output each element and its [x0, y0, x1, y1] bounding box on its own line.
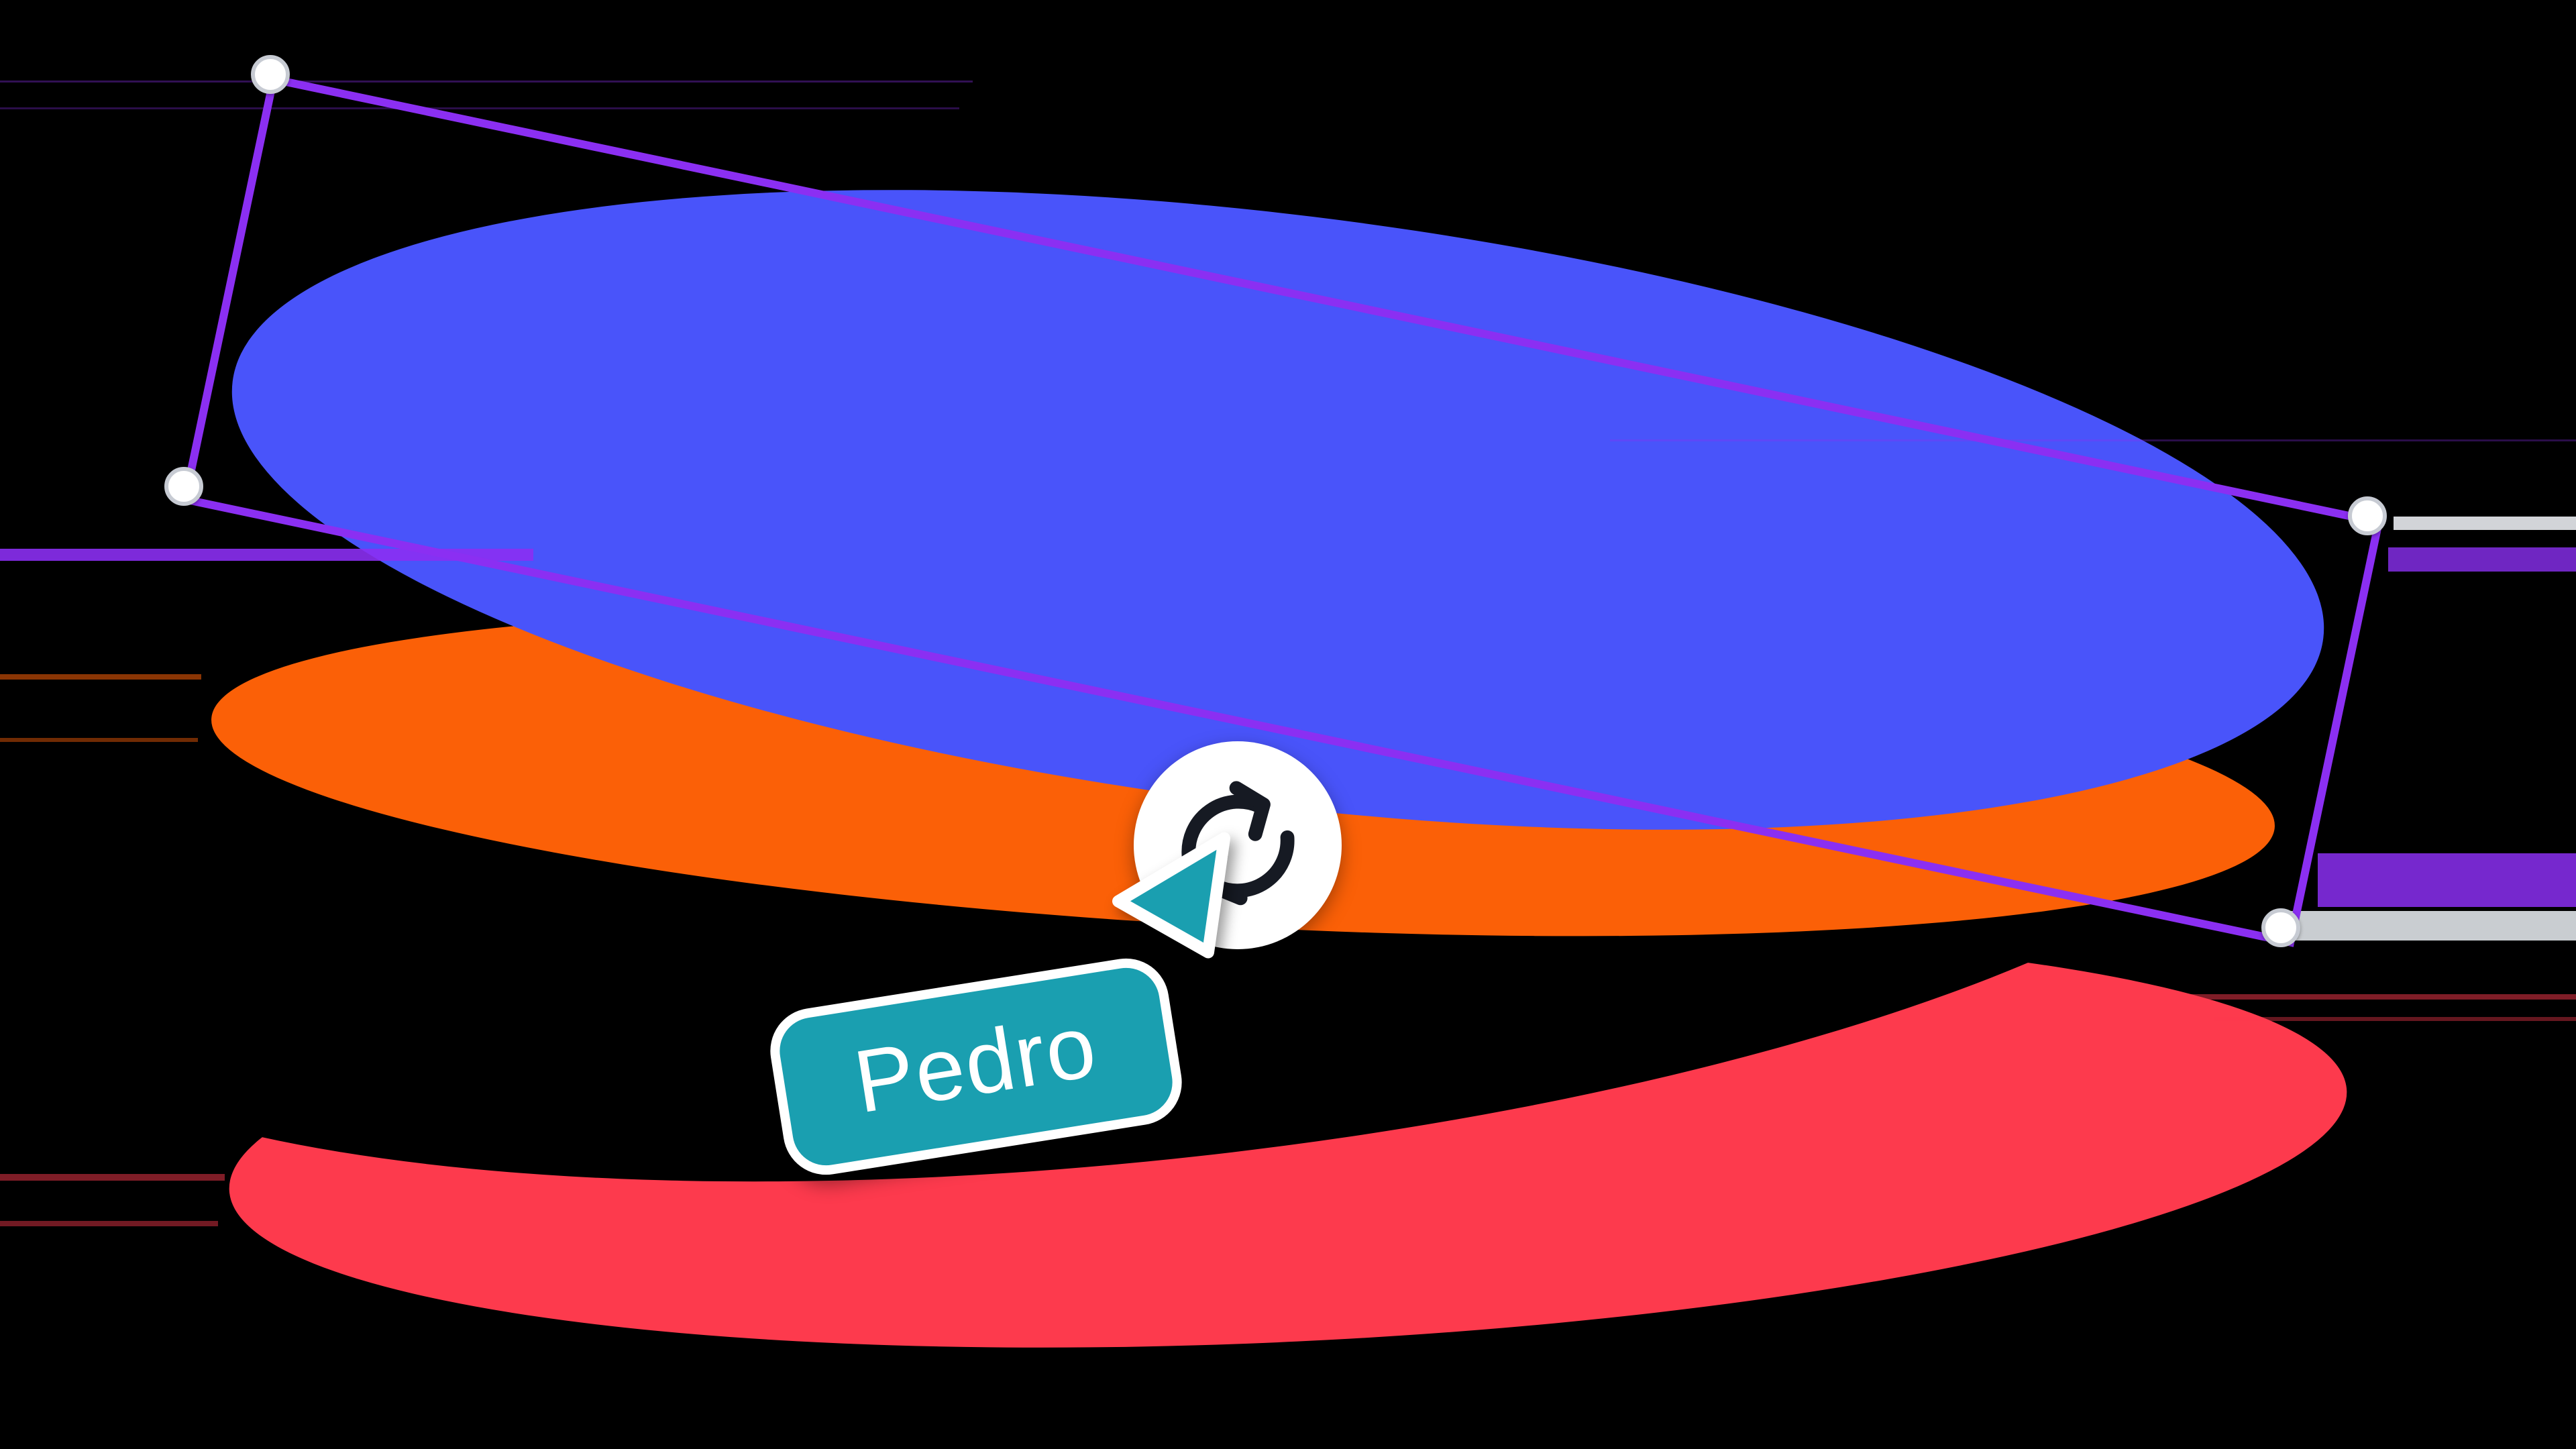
selection-handle-top-left[interactable]: [251, 55, 290, 94]
glitch-streak: [2277, 911, 2576, 941]
glitch-streak: [0, 674, 201, 680]
glitch-streak: [0, 1221, 218, 1226]
collaborator-name: Pedro: [847, 996, 1104, 1132]
cursor-icon: [1110, 822, 1244, 959]
glitch-streak: [0, 738, 198, 742]
selection-handle-bottom-right[interactable]: [2261, 908, 2300, 947]
glitch-streak: [2388, 547, 2576, 572]
glitch-streak: [2147, 994, 2576, 1000]
selection-handle-bottom-left[interactable]: [164, 467, 203, 506]
selection-handle-top-right[interactable]: [2348, 496, 2387, 535]
glitch-streak: [0, 107, 959, 109]
glitch-streak: [0, 80, 973, 83]
glitch-streak: [0, 1174, 225, 1181]
glitch-streak: [2394, 517, 2576, 530]
glitch-streak: [2318, 853, 2576, 907]
